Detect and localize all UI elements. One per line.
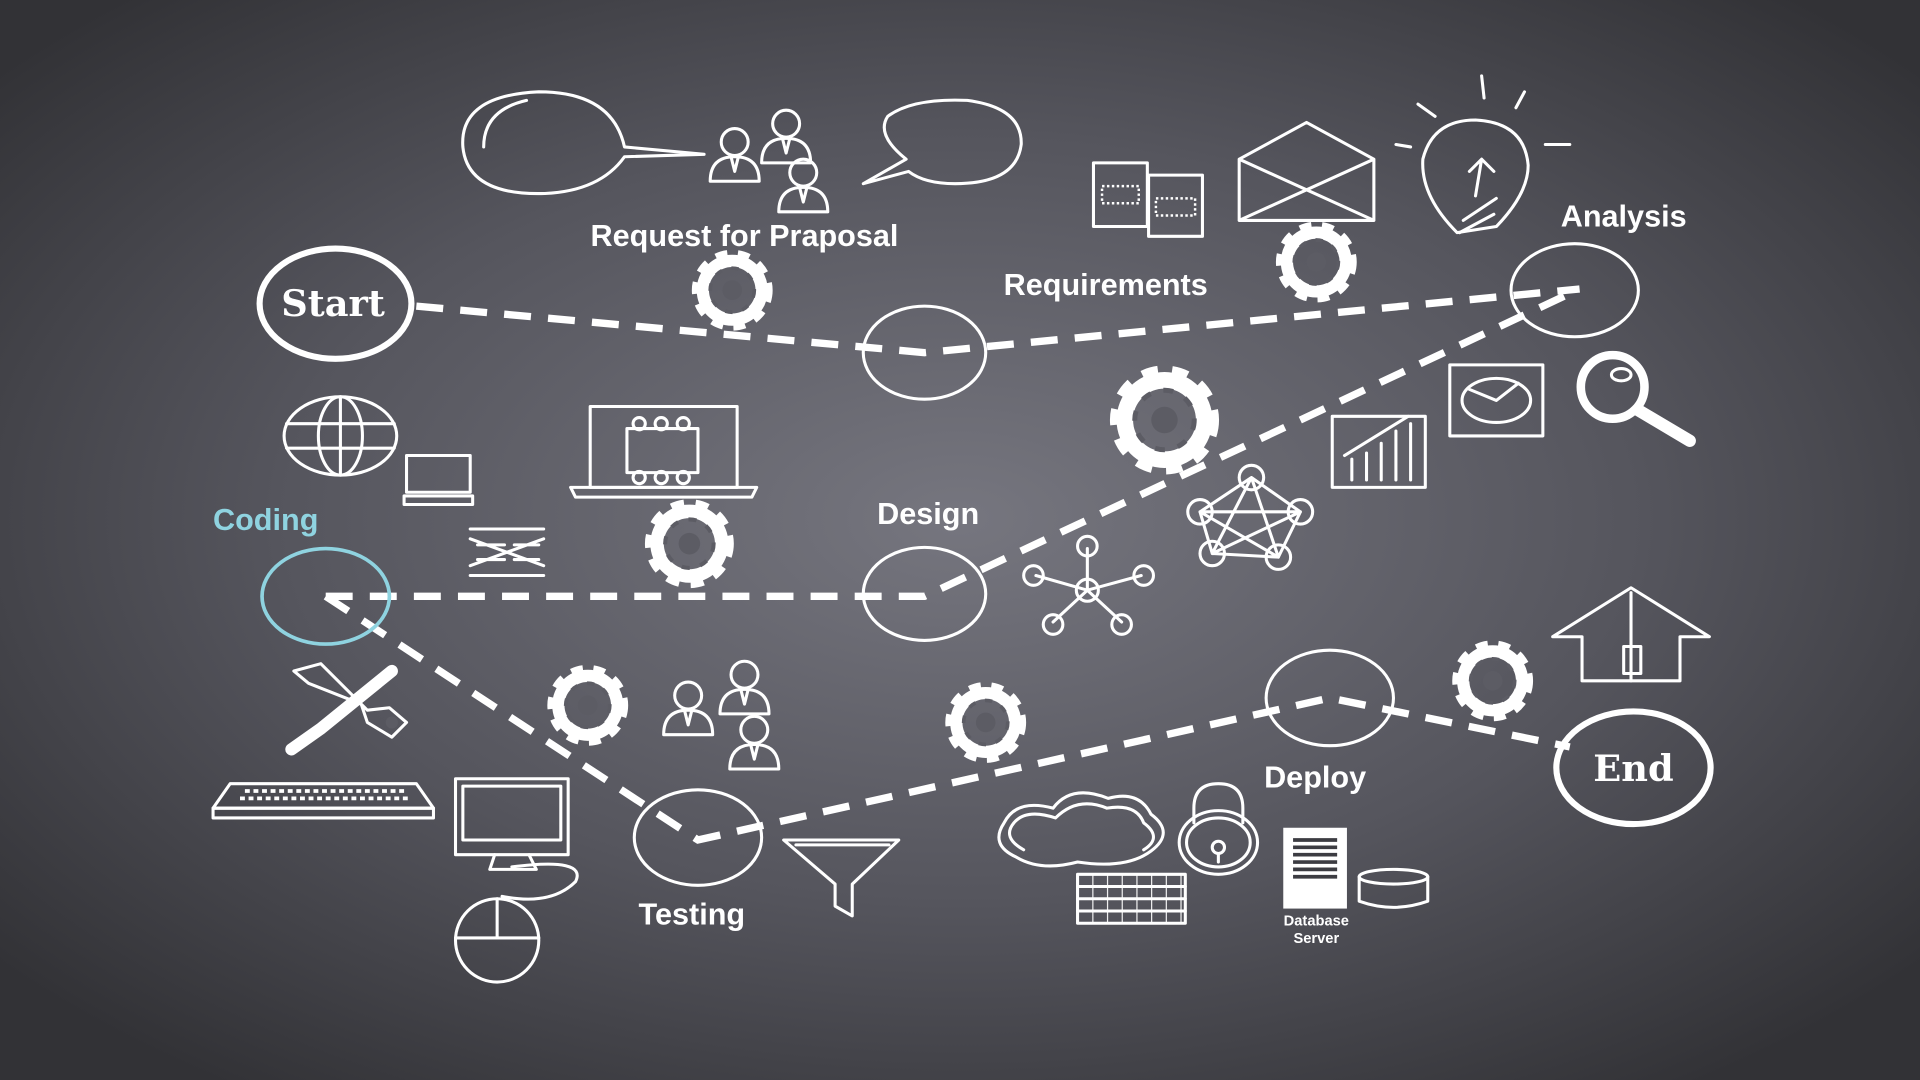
flow-path-top — [415, 285, 1580, 357]
lightbulb-icon — [1394, 74, 1572, 235]
cloud-icon — [997, 791, 1165, 868]
database-icon — [1357, 867, 1430, 909]
globe-icon — [282, 395, 399, 477]
start-label: Start — [281, 282, 385, 325]
design-label: Design — [877, 497, 979, 531]
deploy-node — [1264, 648, 1395, 748]
speech-bubble-icon — [861, 98, 1023, 186]
bar-chart-icon — [1330, 414, 1427, 489]
brick-wall-icon — [1076, 872, 1187, 925]
database-label-2: Server — [1293, 931, 1339, 947]
start-node — [256, 245, 415, 362]
requirements-label: Requirements — [1004, 268, 1208, 302]
request-label: Request for Praposal — [591, 219, 899, 253]
database-label-1: Database — [1284, 914, 1349, 930]
end-label: End — [1593, 747, 1673, 790]
end-node — [1553, 708, 1714, 828]
monitor-icon — [453, 777, 570, 871]
deploy-label: Deploy — [1264, 760, 1366, 794]
document-icon — [1091, 161, 1204, 238]
server-icon — [1283, 827, 1347, 909]
monitor-icon — [402, 453, 475, 507]
laptop-icon — [569, 405, 759, 499]
pie-chart-icon — [1448, 363, 1545, 438]
gear-icon — [652, 506, 727, 581]
network-icon — [1186, 463, 1315, 571]
envelope-icon — [1237, 120, 1376, 222]
design-node — [861, 545, 988, 642]
gear-icon — [1118, 374, 1211, 467]
speech-bubble-icon — [461, 90, 706, 196]
funnel-icon — [782, 838, 901, 918]
flow-path-middle — [325, 285, 1582, 600]
requirements-node — [861, 304, 988, 401]
testing-node — [632, 788, 764, 887]
house-icon — [1551, 586, 1711, 683]
coding-label: Coding — [213, 503, 318, 537]
lock-icon — [1177, 782, 1260, 876]
coding-node — [260, 546, 392, 646]
network-icon — [1022, 534, 1155, 636]
gear-icon — [698, 256, 767, 325]
analysis-node — [1509, 242, 1640, 339]
mouse-icon — [453, 862, 579, 984]
gear-icon — [1282, 228, 1351, 297]
gear-icon — [553, 671, 622, 740]
keyboard-icon — [211, 782, 435, 820]
analysis-label: Analysis — [1561, 200, 1687, 234]
gear-icon — [1458, 647, 1527, 716]
testing-label: Testing — [639, 897, 746, 931]
gear-icon — [951, 688, 1020, 757]
flow-path-bottom — [323, 593, 1571, 844]
code-icon — [468, 527, 546, 578]
magnifier-icon — [1576, 350, 1696, 447]
wrench-icon — [285, 662, 409, 756]
